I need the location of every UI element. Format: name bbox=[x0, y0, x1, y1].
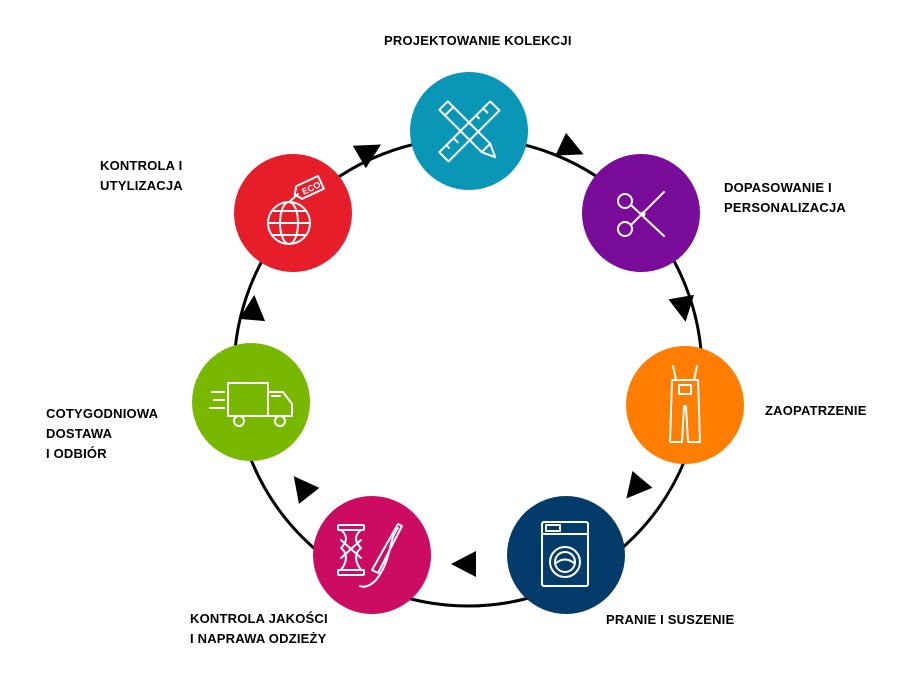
overalls-icon bbox=[669, 365, 701, 443]
step-circle-kontrola-jakosci bbox=[313, 496, 431, 614]
direction-arrow bbox=[626, 470, 653, 499]
eco-globe-icon: ECO bbox=[267, 175, 325, 245]
step-circle-dostawa bbox=[192, 343, 310, 461]
direction-arrow bbox=[239, 295, 266, 322]
scissors-icon bbox=[617, 191, 665, 237]
step-label-zaopatrzenie: ZAOPATRZENIE bbox=[765, 403, 867, 418]
step-label-pranie: PRANIE I SUSZENIE bbox=[606, 612, 735, 627]
direction-arrow bbox=[352, 144, 381, 169]
step-label-dostawa: COTYGODNIOWA DOSTAWA I ODBIÓR bbox=[46, 406, 159, 461]
thread-needle-icon bbox=[337, 523, 403, 588]
direction-arrow bbox=[293, 476, 320, 504]
step-circle-projektowanie bbox=[410, 72, 528, 190]
step-label-projektowanie: PROJEKTOWANIE KOLEKCJI bbox=[384, 33, 572, 48]
step-label-kontrola-jakosci: KONTROLA JAKOŚCI I NAPRAWA ODZIEŻY bbox=[190, 611, 328, 646]
direction-arrow bbox=[555, 132, 584, 156]
washing-machine-icon bbox=[541, 521, 589, 587]
delivery-truck-icon bbox=[209, 382, 293, 427]
step-label-dopasowanie: DOPASOWANIE I PERSONALIZACJA bbox=[724, 180, 846, 215]
ruler-pencil-icon bbox=[438, 100, 501, 163]
step-circle-utylizacja bbox=[234, 154, 352, 272]
direction-arrow bbox=[668, 294, 695, 322]
step-label-utylizacja: KONTROLA I UTYLIZACJA bbox=[100, 158, 183, 193]
direction-arrow bbox=[451, 551, 476, 577]
step-circle-pranie bbox=[507, 496, 625, 614]
